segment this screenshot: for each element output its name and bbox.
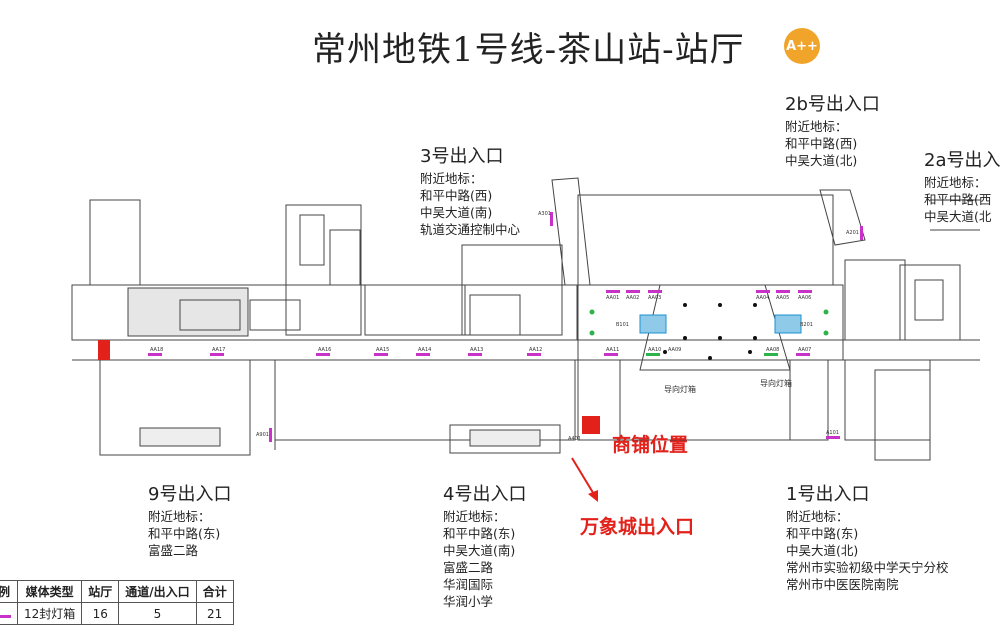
- legend-header: 站厅: [81, 580, 120, 603]
- shop-location-label: 商铺位置: [612, 434, 689, 456]
- exit-2a-label: 2a号出入 附近地标： 和平中路(西 中吴大道(北: [924, 150, 1000, 224]
- legend-header: 例: [0, 580, 18, 603]
- shop-marker: [582, 416, 600, 434]
- media-tag: A101: [826, 430, 839, 436]
- exit-2b-label: 2b号出入口 附近地标： 和平中路(西) 中吴大道(北): [785, 94, 880, 168]
- media-tag: AA14: [418, 347, 431, 353]
- media-lightboxes: [148, 212, 863, 442]
- media-tag: AA10: [648, 347, 661, 353]
- media-tag: AA16: [318, 347, 331, 353]
- pillars-green: [589, 309, 829, 336]
- legend-cell: 21: [195, 602, 234, 625]
- rating-badge: A++: [784, 28, 820, 64]
- media-tag: B201: [800, 322, 813, 328]
- media-tag: A201: [846, 230, 859, 236]
- escalator-left: [639, 314, 667, 334]
- media-legend-table: 例 媒体类型 站厅 通道/出入口 合计 12封灯箱 16 5 21: [0, 580, 234, 625]
- media-tag: A301: [538, 211, 551, 217]
- pillars-black: [663, 303, 757, 360]
- media-tag: AA09: [668, 347, 681, 353]
- media-green: [646, 353, 778, 356]
- exit-9-label: 9号出入口 附近地标： 和平中路(东) 富盛二路: [148, 484, 232, 558]
- media-tag: AA15: [376, 347, 389, 353]
- guide-sign-label: 导向灯箱: [760, 378, 792, 388]
- media-tag: AA01: [606, 295, 619, 301]
- exit-3-label: 3号出入口 附近地标： 和平中路(西) 中吴大道(南) 轨道交通控制中心: [420, 146, 521, 237]
- legend-header: 媒体类型: [16, 580, 83, 603]
- escalator-right: [774, 314, 802, 334]
- media-tag: AA12: [529, 347, 542, 353]
- shop-marker: [98, 340, 110, 360]
- media-tag: AA02: [626, 295, 639, 301]
- media-tag-labels: A301 A201 AA01 AA02 AA03 AA04 AA05 AA06 …: [150, 211, 859, 442]
- wanxiang-arrow: [571, 457, 598, 502]
- page-title: 常州地铁1号线-茶山站-站厅: [312, 30, 745, 70]
- media-tag: AA06: [798, 295, 811, 301]
- legend-header: 通道/出入口: [118, 580, 197, 603]
- media-tag: AA11: [606, 347, 619, 353]
- media-tag: AA08: [766, 347, 779, 353]
- legend-header: 合计: [195, 580, 234, 603]
- media-tag: B101: [616, 322, 629, 328]
- legend-cell: 12封灯箱: [16, 602, 83, 625]
- media-tag: AA17: [212, 347, 225, 353]
- exit-4-label: 4号出入口 附近地标： 和平中路(东) 中吴大道(南) 富盛二路 华润国际 华润…: [443, 484, 527, 609]
- wanxiang-exit-label: 万象城出入口: [580, 516, 695, 538]
- guide-sign-label: 导向灯箱: [664, 384, 696, 394]
- media-tag: AA07: [798, 347, 811, 353]
- media-tag: A401: [568, 436, 581, 442]
- legend-cell: 5: [118, 602, 197, 625]
- legend-swatch: [0, 602, 18, 625]
- media-tag: A901: [256, 432, 269, 438]
- media-tag: AA05: [776, 295, 789, 301]
- exit-1-label: 1号出入口 附近地标： 和平中路(东) 中吴大道(北) 常州市实验初级中学天宁分…: [786, 484, 949, 592]
- media-tag: AA13: [470, 347, 483, 353]
- media-tag: AA04: [756, 295, 769, 301]
- legend-cell: 16: [81, 602, 120, 625]
- media-tag: AA18: [150, 347, 163, 353]
- media-tag: AA03: [648, 295, 661, 301]
